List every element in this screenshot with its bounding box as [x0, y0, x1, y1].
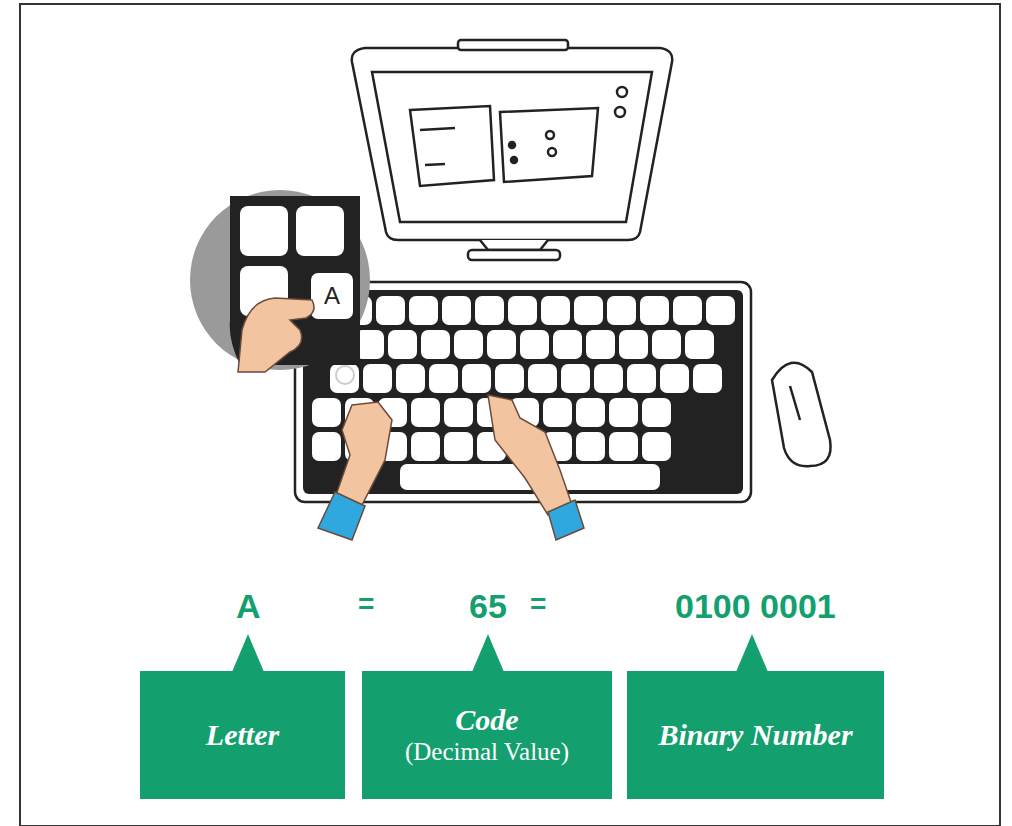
key	[411, 432, 440, 461]
key	[619, 330, 648, 359]
key	[444, 432, 473, 461]
mouse	[772, 363, 831, 466]
key	[673, 296, 702, 325]
key	[312, 432, 341, 461]
key	[586, 330, 615, 359]
key	[561, 364, 590, 393]
key	[607, 296, 636, 325]
monitor	[352, 40, 672, 260]
key	[574, 296, 603, 325]
key	[462, 364, 491, 393]
key	[442, 296, 471, 325]
key	[411, 398, 440, 427]
key	[706, 296, 735, 325]
key	[594, 364, 623, 393]
key	[409, 296, 438, 325]
key	[475, 296, 504, 325]
key	[495, 364, 524, 393]
key	[528, 364, 557, 393]
key	[396, 364, 425, 393]
key	[576, 398, 605, 427]
key	[429, 364, 458, 393]
box-subtitle: (Decimal Value)	[405, 738, 569, 767]
key	[609, 432, 638, 461]
key	[642, 432, 671, 461]
key	[627, 364, 656, 393]
key	[640, 296, 669, 325]
key	[508, 296, 537, 325]
key	[330, 364, 359, 393]
box-title: Binary Number	[658, 718, 852, 753]
decimal-value: 65	[469, 589, 507, 623]
frame	[20, 4, 1000, 826]
zoom-circle	[190, 190, 370, 384]
label-box: Binary Number	[627, 671, 884, 799]
binary-value: 0100 0001	[675, 589, 836, 623]
key	[520, 330, 549, 359]
key	[576, 432, 605, 461]
label-box: Letter	[140, 671, 345, 799]
equals-sign: =	[530, 590, 546, 618]
key	[685, 330, 714, 359]
box-title: Code	[455, 703, 518, 738]
key	[454, 330, 483, 359]
box-title: Letter	[206, 718, 279, 753]
equals-sign: =	[358, 590, 374, 618]
key	[444, 398, 473, 427]
key	[642, 398, 671, 427]
key	[660, 364, 689, 393]
key	[652, 330, 681, 359]
key	[553, 330, 582, 359]
hands	[318, 395, 584, 540]
key	[693, 364, 722, 393]
pointer	[232, 634, 768, 672]
key	[487, 330, 516, 359]
key	[388, 330, 417, 359]
letter-value: A	[236, 589, 261, 623]
label-box: Code(Decimal Value)	[362, 671, 612, 799]
key	[363, 364, 392, 393]
key-letter: A	[324, 284, 340, 308]
key	[421, 330, 450, 359]
key	[312, 398, 341, 427]
key	[376, 296, 405, 325]
key	[543, 398, 572, 427]
key	[541, 296, 570, 325]
key	[609, 398, 638, 427]
